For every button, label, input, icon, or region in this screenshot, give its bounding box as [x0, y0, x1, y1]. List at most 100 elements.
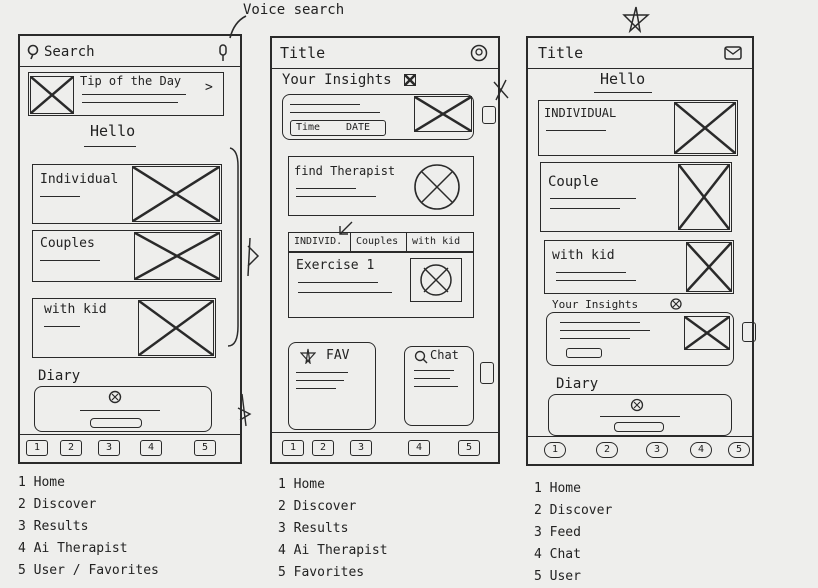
chat-text-line: [414, 386, 458, 387]
diary-icon: [108, 390, 122, 404]
microphone-icon[interactable]: [216, 44, 230, 62]
scroll-bracket-doodle: [227, 147, 260, 347]
insights-next-arrow[interactable]: [742, 322, 756, 342]
tab-user[interactable]: 5: [728, 442, 750, 458]
tab-results[interactable]: 3: [98, 440, 120, 456]
find-text-line: [296, 196, 376, 197]
diary-card[interactable]: [548, 394, 732, 436]
card-couples[interactable]: [32, 230, 222, 282]
tab-user[interactable]: 5: [194, 440, 216, 456]
exercise-card[interactable]: [288, 252, 474, 318]
tab-favorites[interactable]: 5: [458, 440, 480, 456]
diary-heading: Diary: [556, 376, 599, 392]
segment-divider: [350, 232, 351, 252]
segment-divider: [406, 232, 407, 252]
card-text-line: [40, 260, 100, 261]
tip-image-placeholder: [30, 76, 74, 114]
card-with-kid-image: [138, 300, 214, 356]
screen-1-frame: [18, 34, 242, 464]
card-with-kid[interactable]: [544, 240, 734, 294]
screen-1-legend: 1 Home 2 Discover 3 Results 4 Ai Therapi…: [18, 475, 159, 578]
chat-card[interactable]: [404, 346, 474, 426]
find-text-line: [296, 188, 356, 189]
card-individual-image: [674, 102, 736, 154]
tab-results[interactable]: 3: [350, 440, 372, 456]
find-therapist-card[interactable]: [288, 156, 474, 216]
mail-icon[interactable]: [724, 46, 742, 60]
card-individual[interactable]: [538, 100, 738, 156]
hello-heading: Hello: [600, 70, 646, 88]
tab-ai-therapist[interactable]: 4: [140, 440, 162, 456]
insights-text-line: [290, 112, 380, 113]
tip-of-day-card[interactable]: [28, 72, 224, 116]
exercise-text-line: [298, 282, 378, 283]
search-icon[interactable]: [26, 44, 40, 60]
insights-next-arrow[interactable]: [482, 106, 496, 124]
tab-feed[interactable]: 3: [646, 442, 668, 458]
fav-text-line: [296, 380, 344, 381]
card-text-line: [556, 280, 636, 281]
tip-of-day-title: Tip of the Day: [80, 74, 182, 88]
insights-icon: [404, 74, 416, 86]
tip-arrow-icon[interactable]: >: [205, 80, 213, 95]
card-couple-image: [678, 164, 730, 230]
insights-text-line: [560, 338, 630, 339]
tab-discover[interactable]: 2: [60, 440, 82, 456]
diary-button[interactable]: [90, 418, 142, 428]
fav-card[interactable]: [288, 342, 376, 430]
screen-3-title: Title: [538, 44, 584, 62]
tabbar-divider: [18, 434, 242, 435]
fav-label: FAV: [326, 348, 350, 363]
card-individual[interactable]: [32, 164, 222, 224]
card-with-kid-label: with kid: [44, 302, 107, 317]
tab-home[interactable]: 1: [282, 440, 304, 456]
segment-individual[interactable]: INDIVID.: [294, 236, 343, 247]
find-therapist-label: find Therapist: [294, 164, 396, 178]
chat-next-arrow[interactable]: [480, 362, 494, 384]
segment-with-kid[interactable]: with kid: [412, 236, 461, 247]
card-with-kid[interactable]: [32, 298, 216, 358]
diary-text-line: [600, 416, 680, 417]
insights-heading: Your Insights: [552, 298, 639, 311]
diary-icon: [630, 398, 644, 412]
diary-button[interactable]: [614, 422, 664, 432]
tabbar-divider: [270, 432, 500, 433]
exercise-image-mark: [420, 264, 452, 296]
card-text-line: [550, 198, 636, 199]
insights-icon: [670, 298, 682, 310]
diary-card[interactable]: [34, 386, 212, 432]
profile-icon[interactable]: [470, 44, 488, 62]
tab-chat[interactable]: 4: [690, 442, 712, 458]
insights-button[interactable]: [566, 348, 602, 358]
insights-card[interactable]: [282, 94, 474, 140]
screen-2-legend: 1 Home 2 Discover 3 Results 4 Ai Therapi…: [278, 477, 388, 580]
insights-time: Time: [296, 122, 321, 133]
search-input[interactable]: Search: [44, 44, 95, 60]
insights-card[interactable]: [546, 312, 734, 366]
card-text-line: [44, 326, 80, 327]
tab-discover[interactable]: 2: [312, 440, 334, 456]
segment-couples[interactable]: Couples: [356, 236, 399, 247]
tab-home[interactable]: 1: [544, 442, 566, 458]
segment-control: [288, 232, 474, 252]
therapist-image-placeholder: [414, 164, 460, 210]
card-couple[interactable]: [540, 162, 732, 232]
card-individual-label: Individual: [40, 172, 119, 187]
exercise-image-placeholder: [410, 258, 462, 302]
star-icon: [300, 348, 316, 364]
voice-search-annotation: Voice search: [243, 2, 345, 18]
tip-text-line: [82, 94, 186, 95]
card-text-line: [556, 272, 626, 273]
tab-ai-therapist[interactable]: 4: [408, 440, 430, 456]
arrow-doodle: [237, 393, 252, 427]
insights-text-line: [560, 330, 650, 331]
hello-underline: [84, 146, 136, 147]
card-with-kid-image: [686, 242, 732, 292]
tab-home[interactable]: 1: [26, 440, 48, 456]
hello-underline: [594, 92, 652, 93]
insights-image: [414, 96, 472, 132]
tab-discover[interactable]: 2: [596, 442, 618, 458]
star-doodle: [622, 6, 650, 34]
insights-heading: Your Insights: [282, 72, 392, 88]
card-text-line: [550, 208, 620, 209]
